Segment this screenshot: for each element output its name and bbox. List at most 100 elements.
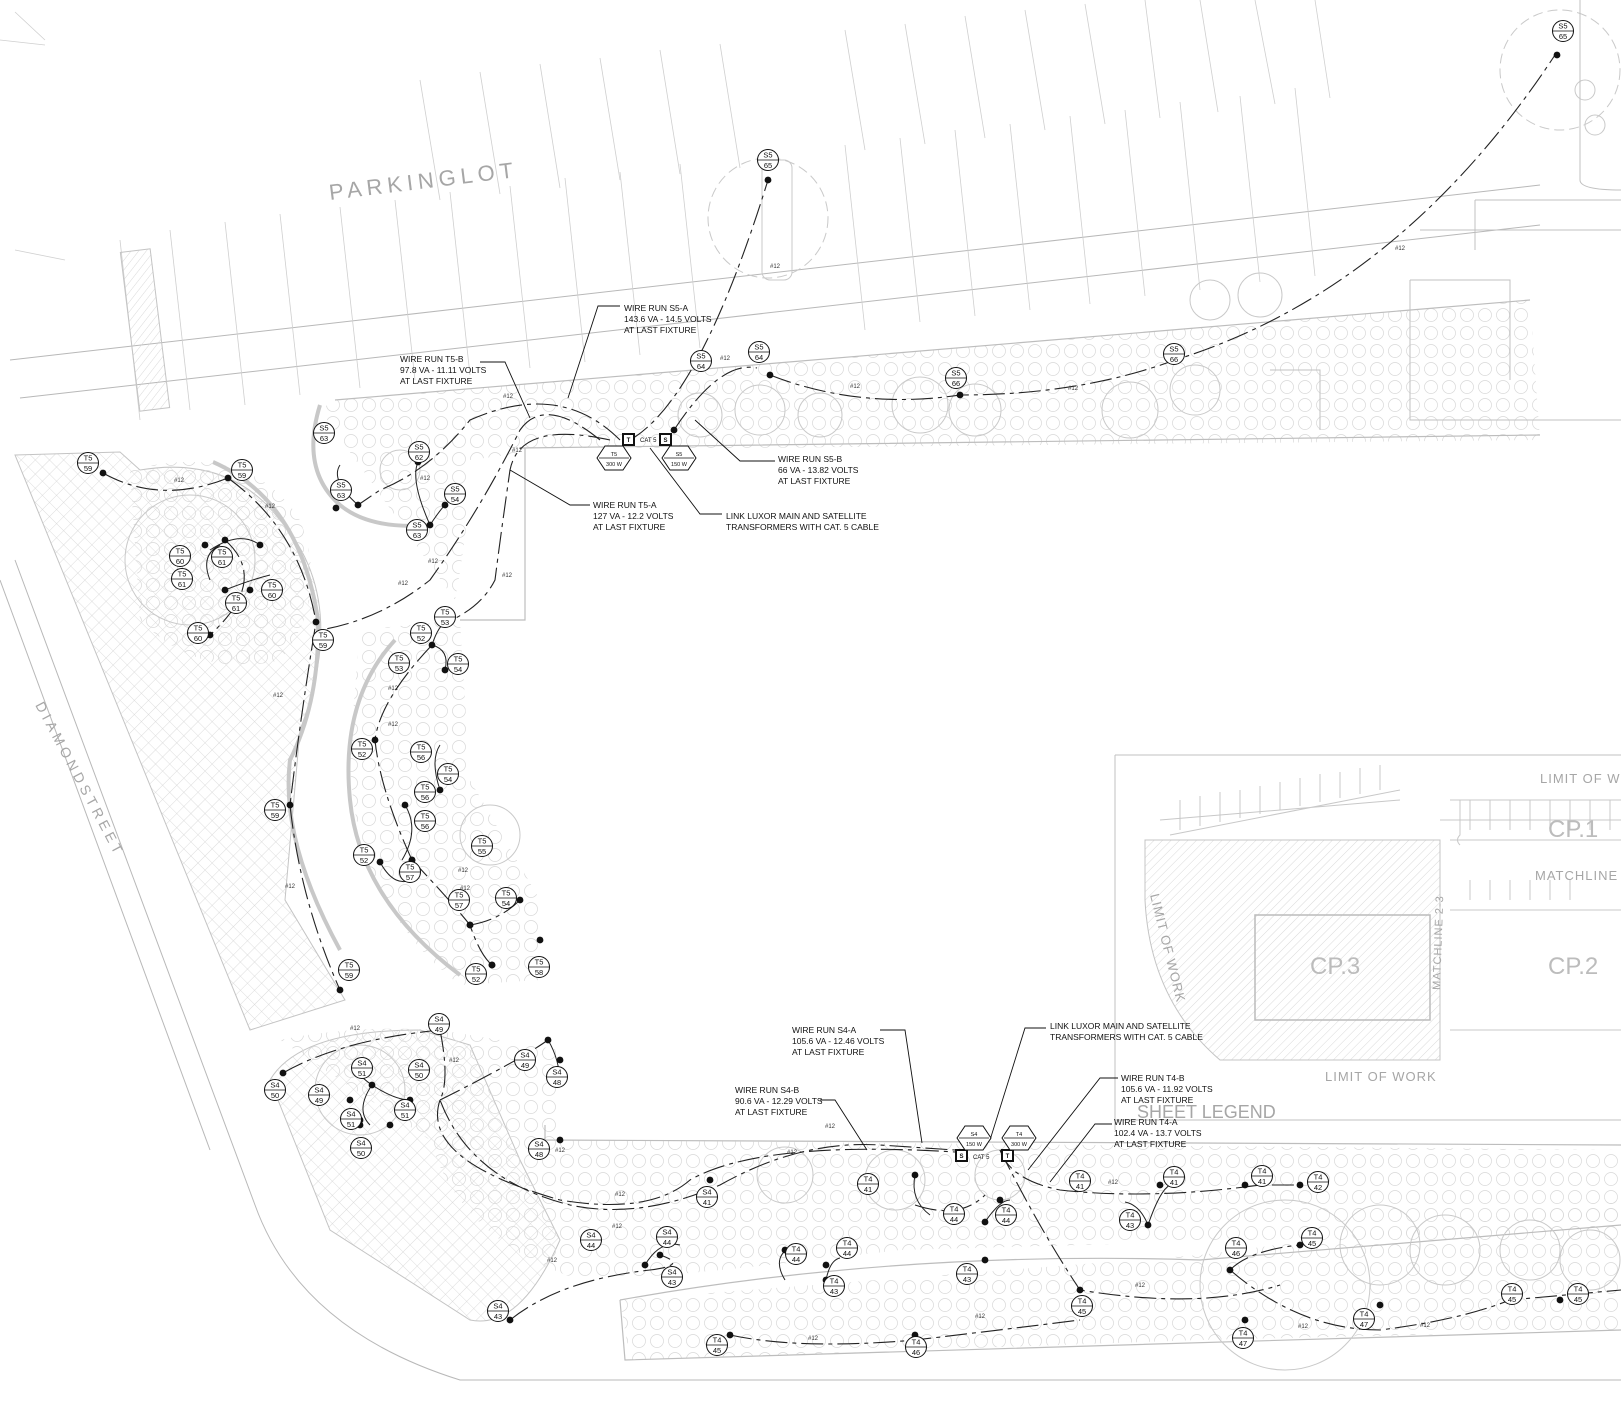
transformer-t4-box: T	[1001, 1149, 1014, 1162]
wire-gauge-labels: #12#12#12#12#12#12#12#12#12#12#12#12#12#…	[174, 246, 1431, 1342]
fixture-tag-number: 52	[472, 975, 480, 984]
fixture-dot	[376, 858, 384, 866]
fixture-tag-transformer: T5	[421, 812, 430, 821]
fixture-tag-number: 63	[337, 491, 345, 500]
fixture-dot	[401, 801, 409, 809]
fixture-tag-transformer: S5	[414, 443, 423, 452]
fixture-tag-transformer: T5	[472, 965, 481, 974]
fixture-dot	[488, 961, 496, 969]
fixture-tag-transformer: S4	[534, 1140, 543, 1149]
fixture-dot	[1296, 1181, 1304, 1189]
wire-gauge-label: #12	[1135, 1283, 1146, 1289]
fixture-dot	[981, 1256, 989, 1264]
fixture-tag-number: 61	[232, 604, 240, 613]
fixture-dot	[1156, 1181, 1164, 1189]
fixture-tag-transformer: T4	[1076, 1172, 1085, 1181]
fixture-tag-transformer: S5	[412, 521, 421, 530]
fixture-dot	[1241, 1181, 1249, 1189]
fixture-tag-number: 59	[84, 464, 92, 473]
wire-gauge-label: #12	[850, 384, 861, 390]
transformer-t5-box: T	[622, 433, 635, 446]
wire-gauge-label: #12	[555, 1148, 566, 1154]
wire-gauge-label: #12	[825, 1124, 836, 1130]
fixture-tag-transformer: S5	[319, 424, 328, 433]
fixture-tag-number: 41	[1170, 1178, 1178, 1187]
fixture-tag-number: 44	[792, 1255, 800, 1264]
cat5-label-1: CAT 5	[640, 438, 657, 444]
fixture-tag-number: 52	[358, 750, 366, 759]
fixture-dot	[911, 1171, 919, 1179]
fixture-dot	[764, 176, 772, 184]
fixture-tag-number: 47	[1239, 1339, 1247, 1348]
fixture-tag-number: 59	[271, 811, 279, 820]
fixture-tag-number: 44	[587, 1241, 595, 1250]
callout-s5b-line1: WIRE RUN S5-B	[778, 454, 843, 464]
fixture-tag-number: 60	[268, 591, 276, 600]
callout-link2-line2: TRANSFORMERS WITH CAT. 5 CABLE	[1050, 1032, 1203, 1042]
callout-t5a-line1: WIRE RUN T5-A	[593, 500, 657, 510]
fixture-dot	[441, 501, 449, 509]
fixture-dot	[346, 1096, 354, 1104]
fixture-tag-number: 46	[912, 1348, 920, 1357]
fixture-tag-number: 41	[1076, 1182, 1084, 1191]
diamond-street	[0, 249, 1621, 1381]
fixture-tag-number: 42	[1314, 1183, 1322, 1192]
fixture-dot	[436, 786, 444, 794]
parking-stalls	[0, 0, 1541, 421]
callout-wire-run-s4a: WIRE RUN S4-A 105.6 VA - 12.46 VOLTS AT …	[792, 1025, 923, 1144]
wire-gauge-label: #12	[547, 1258, 558, 1264]
fixture-tag-number: 52	[360, 856, 368, 865]
matchline-label-2: MATCHLINE 2-3	[1431, 895, 1446, 990]
planting-beds	[130, 299, 1621, 1361]
fixture-dot	[670, 426, 678, 434]
fixture-tag-number: 48	[553, 1078, 561, 1087]
transformer-s4-hex-bottom: 150 W	[966, 1142, 983, 1148]
wire-gauge-label: #12	[388, 722, 399, 728]
fixture-dot	[368, 1081, 376, 1089]
fixture-tag-transformer: T4	[1574, 1285, 1583, 1294]
fixture-tag-number: 63	[320, 434, 328, 443]
fixture-dot	[1376, 1301, 1384, 1309]
fixture-tag-number: 41	[864, 1185, 872, 1194]
fixture-tag-number: 59	[238, 471, 246, 480]
transformer-s5-hex: S5 150 W	[661, 445, 697, 471]
fixture-tag-transformer: T4	[1232, 1239, 1241, 1248]
cp2-label: CP.2	[1548, 953, 1598, 980]
wire-gauge-label: #12	[615, 1192, 626, 1198]
fixture-tag-number: 44	[843, 1249, 851, 1258]
fixture-tag-number: 57	[455, 901, 463, 910]
callout-wire-run-t5a: WIRE RUN T5-A 127 VA - 12.2 VOLTS AT LAS…	[509, 469, 674, 532]
fixture-dot	[256, 541, 264, 549]
fixture-dot	[1553, 51, 1561, 59]
fixture-tag-number: 61	[218, 558, 226, 567]
fixture-dot	[544, 1036, 552, 1044]
wire-gauge-label: #12	[449, 1058, 460, 1064]
fixture-tag-transformer: T5	[178, 570, 187, 579]
fixture-tag-transformer: T4	[843, 1239, 852, 1248]
callout-t4b-line3: AT LAST FIXTURE	[1121, 1095, 1194, 1105]
fixture-tag-transformer: T4	[1002, 1206, 1011, 1215]
fixture-tag-transformer: S4	[414, 1061, 423, 1070]
fixture-tag-transformer: T4	[864, 1175, 873, 1184]
fixture-tag-number: 64	[697, 362, 705, 371]
fixture-tag-transformer: T4	[1126, 1211, 1135, 1220]
